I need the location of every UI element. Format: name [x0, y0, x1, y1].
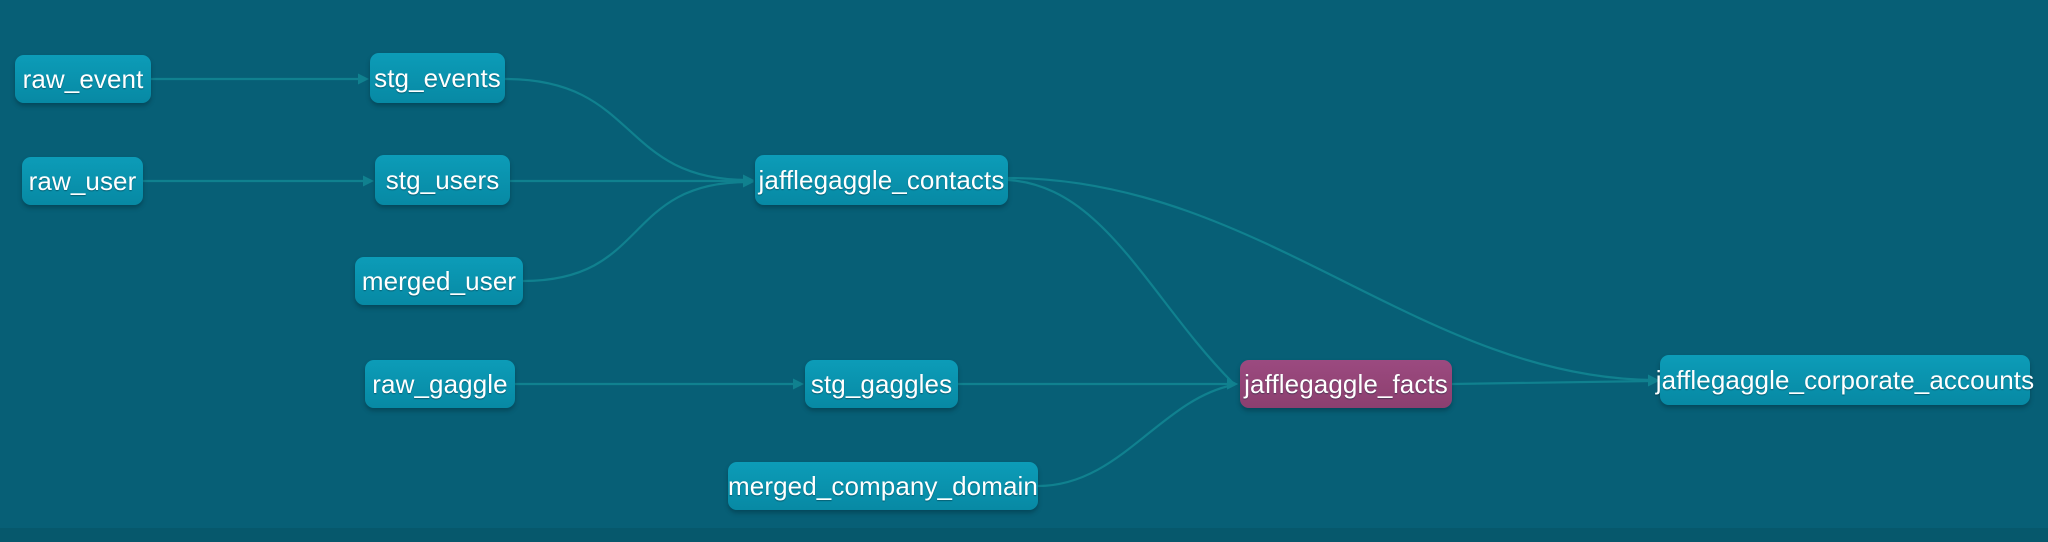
graph-node-raw_user[interactable]: raw_user — [22, 157, 143, 205]
graph-node-label: jafflegaggle_facts — [1244, 369, 1448, 399]
edge-arrowhead — [793, 378, 804, 390]
graph-node-label: merged_company_domain — [728, 471, 1038, 501]
edge-merged_user-to-jafflegaggle_contacts — [522, 180, 749, 283]
edge-arrowhead — [363, 175, 374, 187]
edge-arrowhead — [1227, 378, 1238, 390]
edge-jafflegaggle_facts-to-jafflegaggle_corporate_accounts — [1451, 379, 1654, 386]
graph-node-label: raw_gaggle — [372, 369, 508, 399]
graph-node-label: stg_events — [374, 63, 501, 93]
graph-node-jafflegaggle_contacts[interactable]: jafflegaggle_contacts — [755, 155, 1008, 205]
graph-node-label: jafflegaggle_corporate_accounts — [1655, 365, 2035, 395]
graph-node-stg_events[interactable]: stg_events — [370, 53, 505, 103]
edge-merged_company_domain-to-jafflegaggle_facts — [1037, 383, 1234, 488]
edge-arrowhead — [358, 73, 369, 85]
graph-node-stg_users[interactable]: stg_users — [375, 155, 510, 205]
edge-arrowhead — [743, 176, 754, 188]
graph-node-label: merged_user — [361, 266, 517, 296]
edge-stg_events-to-jafflegaggle_contacts — [504, 77, 749, 182]
graph-node-label: raw_user — [28, 166, 137, 196]
graph-node-stg_gaggles[interactable]: stg_gaggles — [805, 360, 958, 408]
graph-node-merged_company_domain[interactable]: merged_company_domain — [728, 462, 1038, 510]
graph-node-jafflegaggle_facts[interactable]: jafflegaggle_facts — [1240, 360, 1452, 408]
bottom-band — [0, 528, 2048, 542]
graph-node-raw_gaggle[interactable]: raw_gaggle — [365, 360, 515, 408]
edge-arrowhead — [1648, 375, 1659, 387]
graph-node-label: raw_event — [22, 64, 144, 94]
graph-node-label: stg_gaggles — [810, 369, 953, 399]
graph-node-label: jafflegaggle_contacts — [758, 165, 1005, 195]
graph-node-label: stg_users — [385, 165, 500, 195]
edge-jafflegaggle_contacts-to-jafflegaggle_corporate_accounts — [1007, 176, 1654, 382]
graph-node-jafflegaggle_corporate_accounts[interactable]: jafflegaggle_corporate_accounts — [1656, 355, 2034, 405]
graph-node-raw_event[interactable]: raw_event — [15, 55, 151, 103]
edge-jafflegaggle_contacts-to-jafflegaggle_facts — [1007, 178, 1234, 384]
graph-node-merged_user[interactable]: merged_user — [355, 257, 523, 305]
